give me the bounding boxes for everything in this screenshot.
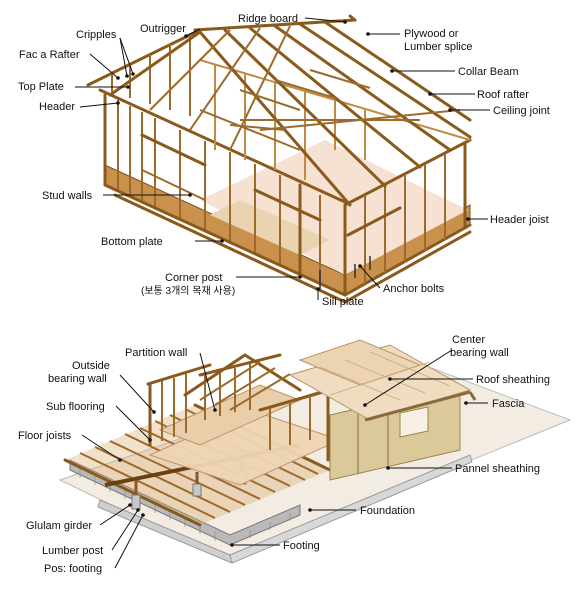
label-ridge-board: Ridge board xyxy=(238,13,298,25)
label-floor-joists: Floor joists xyxy=(18,430,72,442)
label-header: Header xyxy=(39,101,75,113)
label-plywood: Plywood or xyxy=(404,28,459,40)
label-footing: Footing xyxy=(283,540,320,552)
label-pos-footing: Pos: footing xyxy=(44,563,102,575)
label-lumber-post: Lumber post xyxy=(42,545,103,557)
center-bearing-wall xyxy=(258,388,332,462)
bottom-construction-illustration xyxy=(58,339,572,564)
label-corner-post: Corner post xyxy=(165,272,222,284)
label-roof-sheathing: Roof sheathing xyxy=(476,374,550,386)
right-gable-wall xyxy=(343,138,472,297)
label-lumber-splice: Lumber splice xyxy=(404,41,472,53)
label-corner-post-note: (보통 3개의 목재 사용) xyxy=(141,285,235,297)
top-leader-dots xyxy=(116,20,470,291)
label-collar-beam: Collar Beam xyxy=(458,66,519,78)
label-foundation: Foundation xyxy=(360,505,415,517)
label-header-joist: Header joist xyxy=(490,214,549,226)
top-leader-lines xyxy=(75,17,490,300)
collar-beams xyxy=(239,69,371,111)
label-bottom-plate: Bottom plate xyxy=(101,236,163,248)
label-stud-walls: Stud walls xyxy=(42,190,93,202)
label-anchor-bolts: Anchor bolts xyxy=(383,283,445,295)
label-face-rafter: Fac a Rafter xyxy=(19,49,80,61)
label-sub-flooring: Sub flooring xyxy=(46,401,105,413)
top-framing-illustration xyxy=(86,14,472,304)
label-ceiling-joint: Ceiling joint xyxy=(493,105,550,117)
front-wall-studs xyxy=(98,88,347,297)
bottom-leader-lines xyxy=(81,349,488,569)
bottom-labels: Partition wall Center bearing wall Outsi… xyxy=(18,334,550,575)
partition-wall-and-roof-frame xyxy=(183,353,302,420)
label-pannel-sheathing: Pannel sheathing xyxy=(455,463,540,475)
ceiling-joists xyxy=(199,109,461,151)
label-top-plate: Top Plate xyxy=(18,81,64,93)
left-gable xyxy=(86,28,202,116)
bottom-leader-dots xyxy=(118,377,468,547)
label-sill-plate: Sill plate xyxy=(322,296,364,308)
label-outside-bearing-wall: bearing wall xyxy=(48,373,107,385)
label-cripples: Cripples xyxy=(76,29,117,41)
top-labels: Cripples Outrigger Ridge board Plywood o… xyxy=(18,13,550,308)
label-outrigger: Outrigger xyxy=(140,23,186,35)
back-wall xyxy=(199,59,471,180)
label-roof-rafter: Roof rafter xyxy=(477,89,529,101)
label-center: Center xyxy=(452,334,485,346)
label-center-bearing-wall: bearing wall xyxy=(450,347,509,359)
outside-bearing-wall xyxy=(146,363,212,447)
label-outside: Outside xyxy=(72,360,110,372)
label-partition-wall: Partition wall xyxy=(125,347,187,359)
label-fascia: Fascia xyxy=(492,398,525,410)
label-glulam-girder: Glulam girder xyxy=(26,520,92,532)
